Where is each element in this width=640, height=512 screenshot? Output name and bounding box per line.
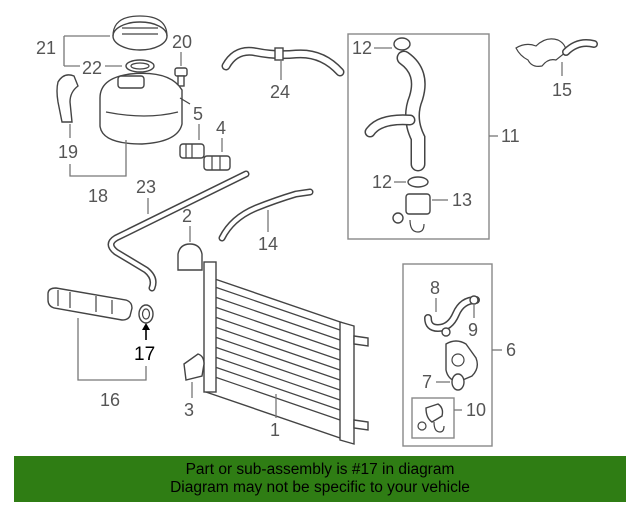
part-9-clip-top	[469, 295, 479, 305]
part-13-fitting	[392, 193, 431, 233]
part-17-seal	[138, 304, 154, 324]
part-expansion-tank	[99, 72, 191, 145]
callout-22: 22	[82, 58, 102, 78]
callout-17: 17	[134, 344, 155, 365]
parts-diagram: 21 22 20 24 19 18 5 4 11 12	[36, 15, 598, 447]
callout-12-top: 12	[352, 38, 372, 58]
callout-3: 3	[184, 400, 194, 420]
callout-18: 18	[88, 186, 108, 206]
callout-8: 8	[430, 278, 440, 298]
callout-5: 5	[193, 104, 203, 124]
callout-1: 1	[270, 420, 280, 440]
part-12-clamp-mid	[407, 176, 429, 188]
callout-16: 16	[100, 390, 120, 410]
part-7-oring	[451, 373, 465, 391]
part-8-hose	[424, 296, 480, 333]
part-24-hose	[221, 46, 345, 77]
banner-line-1: Part or sub-assembly is #17 in diagram	[185, 461, 455, 478]
callout-11: 11	[501, 126, 520, 146]
part-10-sensor	[417, 403, 445, 433]
part-20-bolt	[174, 67, 188, 87]
callout-14: 14	[258, 234, 278, 254]
callout-23: 23	[136, 177, 156, 197]
box-10	[411, 397, 455, 439]
part-15-hose	[515, 38, 598, 67]
part-12-clamp-top	[393, 37, 411, 51]
part-6-housing	[445, 340, 479, 383]
part-19-pipe	[56, 74, 79, 123]
callout-10: 10	[466, 400, 486, 420]
callout-24: 24	[270, 82, 290, 102]
part-22-seal	[125, 59, 155, 73]
part-14-hose	[218, 188, 314, 242]
callout-13: 13	[452, 190, 472, 210]
callout-15: 15	[552, 80, 572, 100]
leader-18	[69, 140, 127, 177]
part-23-hose	[107, 170, 250, 292]
part-21-cap	[112, 15, 168, 51]
callout-9: 9	[468, 320, 478, 340]
callout-6: 6	[506, 340, 516, 360]
part-4-sensor	[203, 155, 231, 171]
banner-line-2: Diagram may not be specific to your vehi…	[170, 479, 470, 496]
part-5-sensor	[179, 143, 205, 159]
part-1-radiator	[203, 261, 369, 445]
callout-21: 21	[36, 38, 56, 58]
leader-21-22	[63, 35, 110, 67]
part-2-mount	[177, 243, 203, 271]
part-16-pipe	[47, 287, 133, 321]
callout-20: 20	[172, 32, 192, 52]
callout-2: 2	[182, 206, 192, 226]
part-9-clip	[441, 327, 451, 337]
callout-4: 4	[216, 118, 226, 138]
callout-12-mid: 12	[372, 172, 392, 192]
callout-7: 7	[422, 372, 432, 392]
part-3-bracket	[183, 353, 205, 381]
info-banner: Part or sub-assembly is #17 in diagram D…	[14, 456, 626, 502]
part-11-hose	[364, 50, 426, 172]
arrow-17	[142, 323, 150, 330]
callout-19: 19	[58, 142, 78, 162]
leader-16	[77, 318, 147, 381]
box-6	[402, 263, 493, 447]
part-17-seal-inner	[141, 308, 151, 320]
